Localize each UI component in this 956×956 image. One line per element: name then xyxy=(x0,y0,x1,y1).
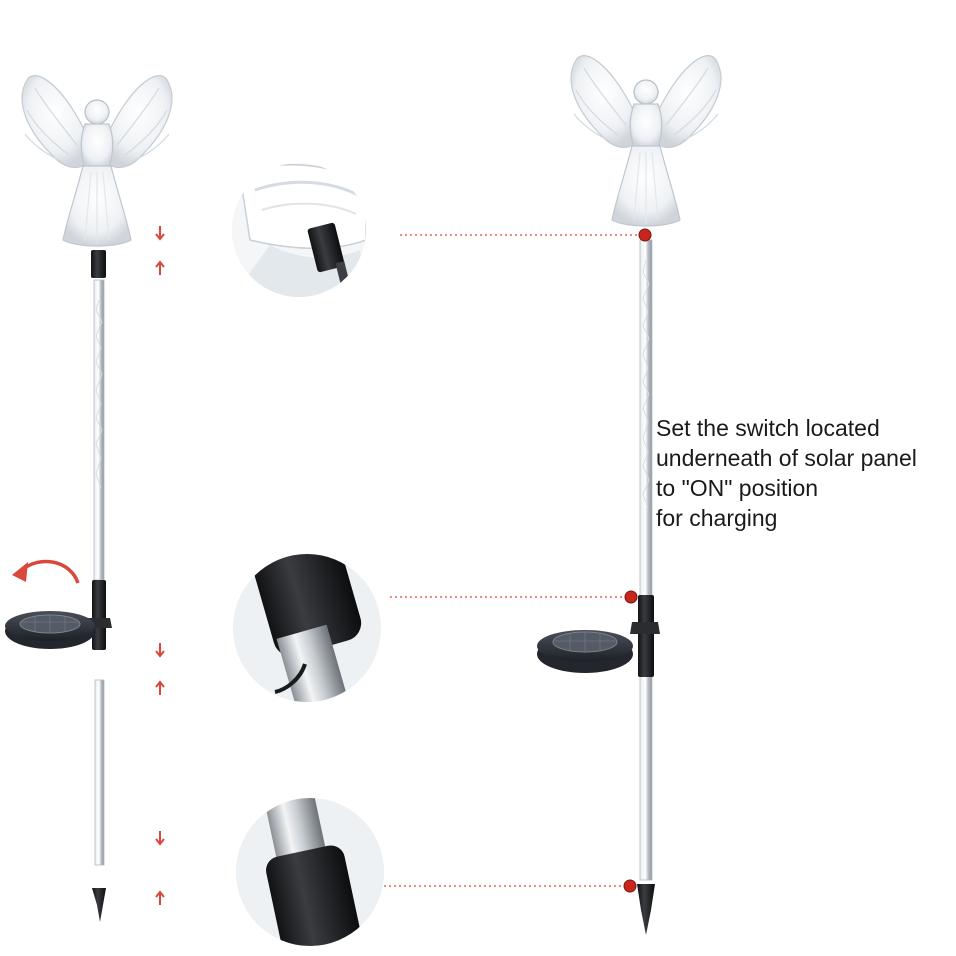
detail-tube-sleeve xyxy=(233,554,381,702)
exploded-stake-left xyxy=(5,75,173,922)
detail-tube-spike xyxy=(236,798,384,946)
separation-arrows-icon xyxy=(155,225,165,906)
leader-lines xyxy=(384,234,640,887)
instruction-line-1: Set the switch located xyxy=(656,415,880,441)
angel-figure-left xyxy=(21,75,173,247)
top-connector-left xyxy=(91,250,106,278)
assembled-stake-right xyxy=(537,55,722,935)
charging-instruction-text: Set the switch located underneath of sol… xyxy=(656,413,951,533)
instruction-line-2: underneath of solar panel xyxy=(656,445,917,471)
instruction-line-3: to "ON" position xyxy=(656,475,819,501)
rotate-arrow-icon xyxy=(12,559,80,584)
lower-tube-left xyxy=(94,679,105,866)
ground-spike-left xyxy=(92,888,106,922)
ground-spike-right xyxy=(637,884,655,935)
pole-right xyxy=(639,239,653,881)
detail-angel-connector xyxy=(232,163,366,297)
marker-dots xyxy=(623,228,652,893)
angel-figure-right xyxy=(570,55,722,227)
instruction-line-4: for charging xyxy=(656,505,778,531)
panel-sleeve-right xyxy=(638,595,654,677)
panel-sleeve-left xyxy=(92,580,106,650)
